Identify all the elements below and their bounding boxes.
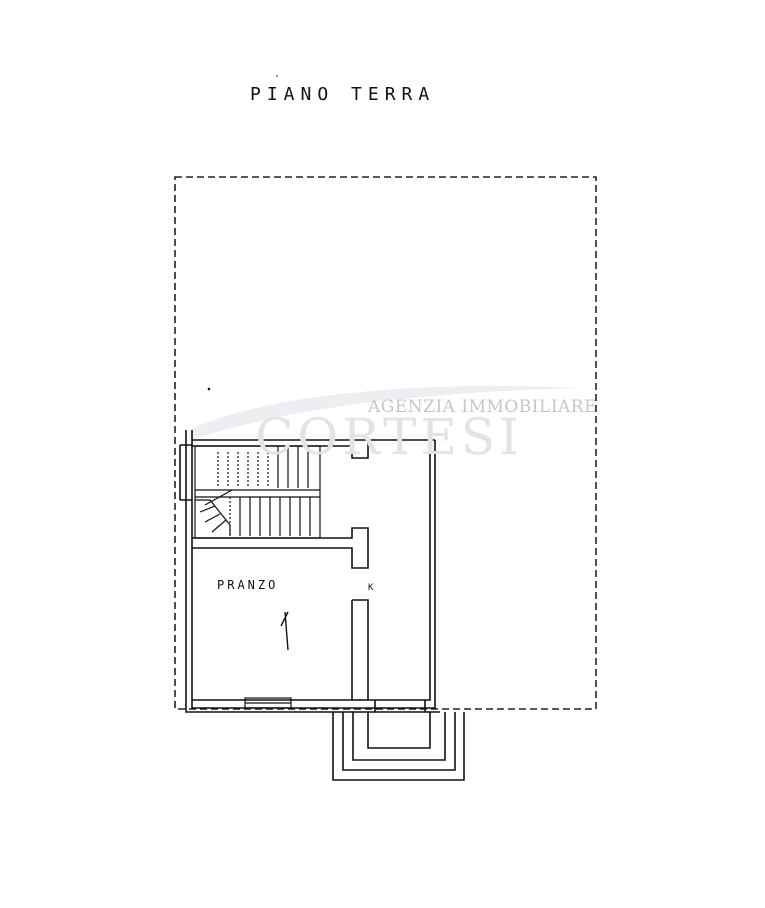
entrance-arrow	[280, 611, 289, 651]
watermark-brand: CORTESI	[255, 408, 523, 466]
exterior-walls	[179, 430, 440, 713]
plan-title: PIANO TERRA	[250, 84, 436, 105]
speck	[276, 75, 278, 77]
interior-walls	[192, 440, 431, 701]
window-bottom	[244, 697, 292, 709]
room-label-pranzo: PRANZO	[217, 578, 279, 592]
watermark-agency: AGENZIA IMMOBILIARE	[368, 397, 598, 417]
lot-boundary-dashed	[174, 176, 597, 710]
watermark-swoosh	[190, 385, 580, 440]
staircase	[194, 445, 321, 539]
speck	[207, 387, 211, 391]
entrance-steps	[332, 700, 465, 781]
room-label-kitchen: K	[368, 583, 374, 593]
